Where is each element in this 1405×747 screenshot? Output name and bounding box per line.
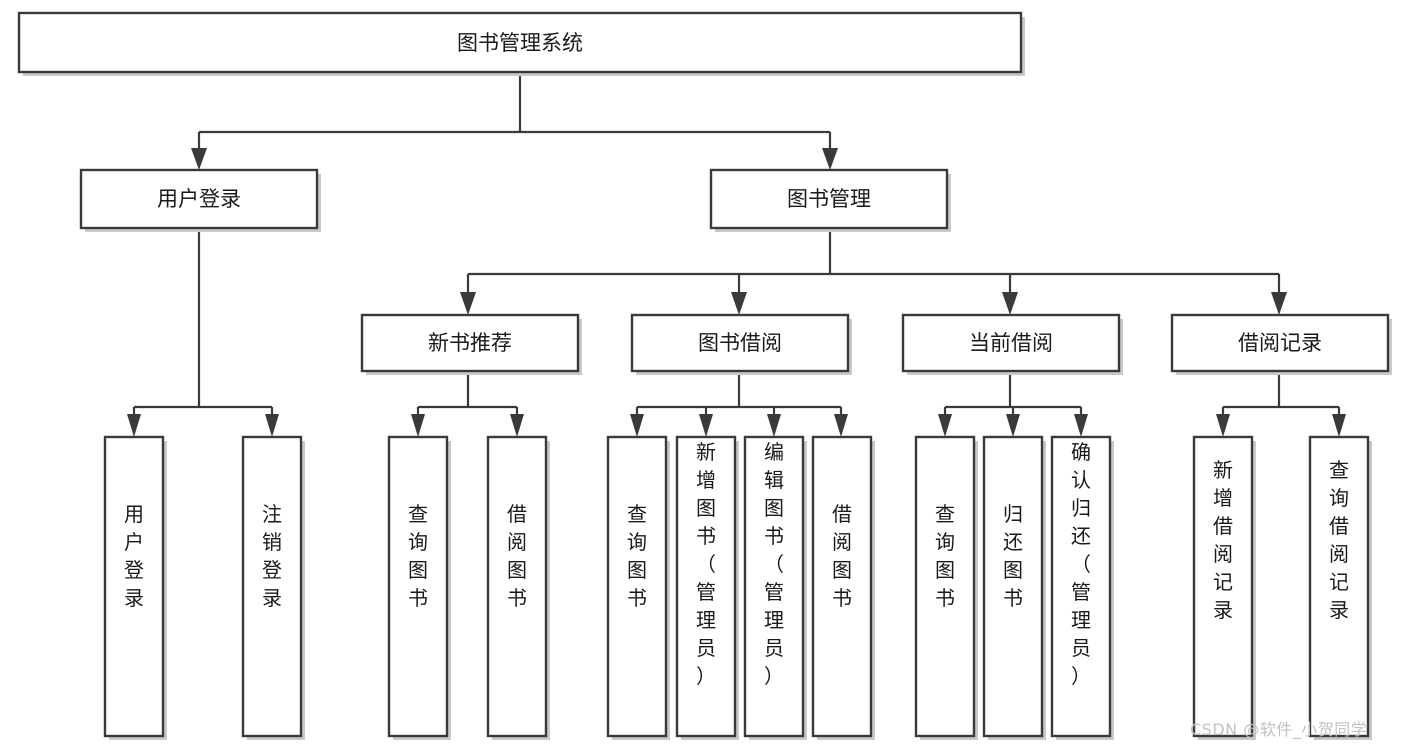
node-leaf-query-book-2-box[interactable] xyxy=(606,435,668,738)
connector-group-user-login xyxy=(127,232,279,437)
node-leaf-borrow-book-2[interactable]: 借阅图书 xyxy=(811,435,875,740)
arrow-icon-leaf-query-book-2 xyxy=(630,414,644,437)
node-leaf-user-login[interactable]: 用户登录 xyxy=(103,435,167,740)
node-user-login-label: 用户登录 xyxy=(157,187,241,211)
arrow-icon-leaf-query-book-3 xyxy=(938,414,952,437)
node-leaf-borrow-book-1-label: 借阅图书 xyxy=(507,502,527,610)
arrow-icon-leaf-return-book xyxy=(1006,414,1020,437)
node-leaf-edit-book-label: 编辑图书（管理员） xyxy=(764,440,784,688)
node-book-borrow-label: 图书借阅 xyxy=(698,331,782,355)
connector-group-book-manage xyxy=(460,232,1287,315)
node-leaf-query-book-2-label: 查询图书 xyxy=(627,502,647,610)
node-leaf-logout-label: 注销登录 xyxy=(262,502,282,610)
arrow-icon-borrow-record xyxy=(1271,292,1287,315)
arrow-icon-leaf-user-login xyxy=(127,414,141,437)
node-leaf-borrow-book-1-box[interactable] xyxy=(486,435,548,738)
node-leaf-add-record[interactable]: 新增借阅记录 xyxy=(1192,435,1256,740)
node-book-manage[interactable]: 图书管理 xyxy=(709,168,951,232)
node-leaf-add-record-box[interactable] xyxy=(1192,435,1254,738)
node-leaf-borrow-book-2-box[interactable] xyxy=(811,435,873,738)
arrow-icon-leaf-add-record xyxy=(1216,414,1230,437)
node-leaf-query-book-3[interactable]: 查询图书 xyxy=(914,435,978,740)
arrow-icon-leaf-logout xyxy=(265,414,279,437)
node-leaf-edit-book[interactable]: 编辑图书（管理员） xyxy=(743,435,807,740)
node-book-borrow-box[interactable] xyxy=(630,313,850,373)
node-leaf-confirm-return[interactable]: 确认归还（管理员） xyxy=(1050,435,1114,740)
node-leaf-query-record-box[interactable] xyxy=(1308,435,1370,738)
node-borrow-record-label: 借阅记录 xyxy=(1238,331,1322,355)
node-leaf-return-book[interactable]: 归还图书 xyxy=(982,435,1046,740)
node-leaf-user-login-box[interactable] xyxy=(103,435,165,738)
arrow-icon-current-borrow xyxy=(1002,292,1018,315)
node-leaf-logout[interactable]: 注销登录 xyxy=(241,435,305,740)
arrow-icon-book-manage xyxy=(822,148,838,170)
node-book-borrow[interactable]: 图书借阅 xyxy=(630,313,852,375)
node-leaf-query-book-1[interactable]: 查询图书 xyxy=(387,435,451,740)
arrow-icon-leaf-add-book xyxy=(699,414,713,437)
arrow-icon-leaf-borrow-book-2 xyxy=(834,414,848,437)
node-current-borrow-label: 当前借阅 xyxy=(969,331,1053,355)
node-leaf-query-record[interactable]: 查询借阅记录 xyxy=(1308,435,1372,740)
node-leaf-add-book-label: 新增图书（管理员） xyxy=(696,440,716,688)
arrow-icon-user-login xyxy=(191,148,207,170)
node-leaf-query-book-1-label: 查询图书 xyxy=(408,502,428,610)
node-leaf-add-record-label: 新增借阅记录 xyxy=(1213,458,1233,622)
arrow-icon-leaf-confirm-return xyxy=(1074,414,1088,437)
node-root-box[interactable] xyxy=(17,11,1023,74)
node-leaf-user-login-label: 用户登录 xyxy=(124,502,144,610)
arrow-icon-leaf-edit-book xyxy=(767,414,781,437)
node-leaf-query-book-3-label: 查询图书 xyxy=(935,502,955,610)
node-leaf-query-book-3-box[interactable] xyxy=(914,435,976,738)
node-leaf-confirm-return-box[interactable] xyxy=(1050,435,1112,738)
arrow-icon-new-book-recommend xyxy=(460,292,476,315)
node-new-book-recommend-label: 新书推荐 xyxy=(428,331,512,355)
node-current-borrow[interactable]: 当前借阅 xyxy=(901,313,1123,375)
node-leaf-logout-box[interactable] xyxy=(241,435,303,738)
connector-group-new-book-recommend xyxy=(411,375,524,437)
node-leaf-return-book-label: 归还图书 xyxy=(1003,502,1023,610)
node-leaf-return-book-box[interactable] xyxy=(982,435,1044,738)
arrow-icon-book-borrow xyxy=(731,292,747,315)
connector-group-root xyxy=(191,76,838,170)
arrow-icon-leaf-query-book-1 xyxy=(411,414,425,437)
node-borrow-record[interactable]: 借阅记录 xyxy=(1170,313,1392,375)
node-root-label: 图书管理系统 xyxy=(457,31,583,55)
node-user-login-box[interactable] xyxy=(79,168,319,230)
node-book-manage-box[interactable] xyxy=(709,168,949,230)
node-leaf-add-book[interactable]: 新增图书（管理员） xyxy=(675,435,739,740)
connector-group-current-borrow xyxy=(938,375,1088,437)
connector-group-borrow-record xyxy=(1216,375,1346,437)
node-new-book-recommend-box[interactable] xyxy=(360,313,580,373)
node-leaf-query-record-label: 查询借阅记录 xyxy=(1329,458,1349,622)
node-leaf-confirm-return-label: 确认归还（管理员） xyxy=(1071,440,1091,688)
node-book-manage-label: 图书管理 xyxy=(787,187,871,211)
node-borrow-record-box[interactable] xyxy=(1170,313,1390,373)
node-new-book-recommend[interactable]: 新书推荐 xyxy=(360,313,582,375)
node-root[interactable]: 图书管理系统 xyxy=(17,11,1025,76)
node-leaf-query-book-1-box[interactable] xyxy=(387,435,449,738)
node-leaf-add-book-box[interactable] xyxy=(675,435,737,738)
node-leaf-borrow-book-1[interactable]: 借阅图书 xyxy=(486,435,550,740)
node-leaf-query-book-2[interactable]: 查询图书 xyxy=(606,435,670,740)
arrow-icon-leaf-borrow-book-1 xyxy=(510,414,524,437)
node-user-login[interactable]: 用户登录 xyxy=(79,168,321,232)
node-leaf-borrow-book-2-label: 借阅图书 xyxy=(832,502,852,610)
arrow-icon-leaf-query-record xyxy=(1332,414,1346,437)
connector-group-book-borrow xyxy=(630,375,848,437)
node-current-borrow-box[interactable] xyxy=(901,313,1121,373)
node-leaf-edit-book-box[interactable] xyxy=(743,435,805,738)
